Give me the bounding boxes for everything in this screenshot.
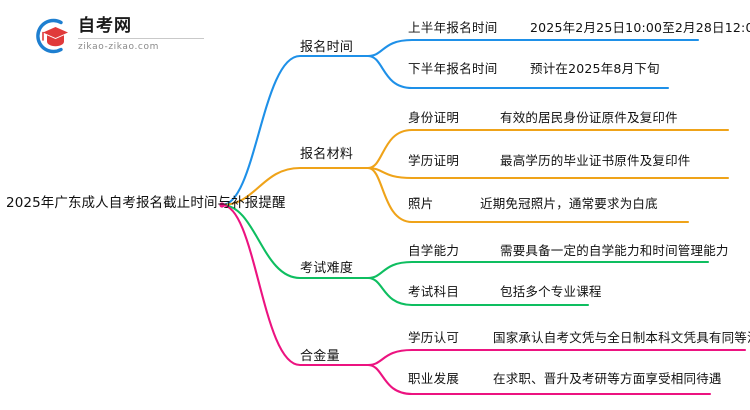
leaf-value: 2025年2月25日10:00至2月28日12:00 xyxy=(530,20,750,35)
branch-label-kaoshinandu[interactable]: 考试难度 xyxy=(300,261,354,276)
leaf-value: 最高学历的毕业证书原件及复印件 xyxy=(500,153,691,168)
connector-path xyxy=(366,166,690,224)
connector-path xyxy=(220,203,370,280)
connector-path xyxy=(220,166,370,207)
leaf-key[interactable]: 学历证明 xyxy=(408,153,460,168)
branch-label-baomingcailiao[interactable]: 报名材料 xyxy=(300,147,354,162)
leaf-key[interactable]: 身份证明 xyxy=(408,110,460,125)
connector-path xyxy=(366,128,730,170)
leaf-value: 在求职、晋升及考研等方面享受相同待遇 xyxy=(493,371,722,386)
connector-path xyxy=(366,348,747,367)
logo-url: zikao-zikao.com xyxy=(78,42,159,52)
leaf-value: 包括多个专业课程 xyxy=(500,284,602,299)
connector-path xyxy=(220,54,370,207)
leaf-key[interactable]: 下半年报名时间 xyxy=(408,61,498,76)
logo-name: 自考网 xyxy=(78,16,132,36)
root-hub-dot xyxy=(219,202,225,208)
leaf-key[interactable]: 自学能力 xyxy=(408,243,460,258)
logo-text: 自考网 zikao-zikao.com xyxy=(78,16,204,56)
branch-label-baomingshijian[interactable]: 报名时间 xyxy=(300,40,354,55)
leaf-key[interactable]: 上半年报名时间 xyxy=(408,20,498,35)
connector-path xyxy=(366,276,590,307)
connector-path xyxy=(366,363,712,396)
leaf-value: 近期免冠照片，通常要求为白底 xyxy=(480,196,658,211)
connector-path xyxy=(366,166,730,180)
leaf-value: 国家承认自考文凭与全日制本科文凭具有同等法律效力 xyxy=(493,330,750,345)
leaf-value: 预计在2025年8月下旬 xyxy=(530,61,660,76)
connector-path xyxy=(366,54,670,90)
site-logo: 自考网 zikao-zikao.com xyxy=(30,14,205,58)
logo-divider xyxy=(78,38,204,39)
connector-path xyxy=(366,260,710,280)
leaf-key[interactable]: 考试科目 xyxy=(408,284,460,299)
connector-path xyxy=(366,38,700,58)
leaf-value: 有效的居民身份证原件及复印件 xyxy=(500,110,678,125)
branch-label-hanjinliang[interactable]: 合金量 xyxy=(300,349,340,364)
leaf-value: 需要具备一定的自学能力和时间管理能力 xyxy=(500,243,729,258)
connector-path xyxy=(220,203,370,367)
root-node[interactable]: 2025年广东成人自考报名截止时间与补报提醒 xyxy=(6,195,286,211)
graduation-cap-icon xyxy=(36,18,68,54)
leaf-key[interactable]: 学历认可 xyxy=(408,330,460,345)
leaf-key[interactable]: 职业发展 xyxy=(408,371,460,386)
leaf-key[interactable]: 照片 xyxy=(408,196,434,211)
